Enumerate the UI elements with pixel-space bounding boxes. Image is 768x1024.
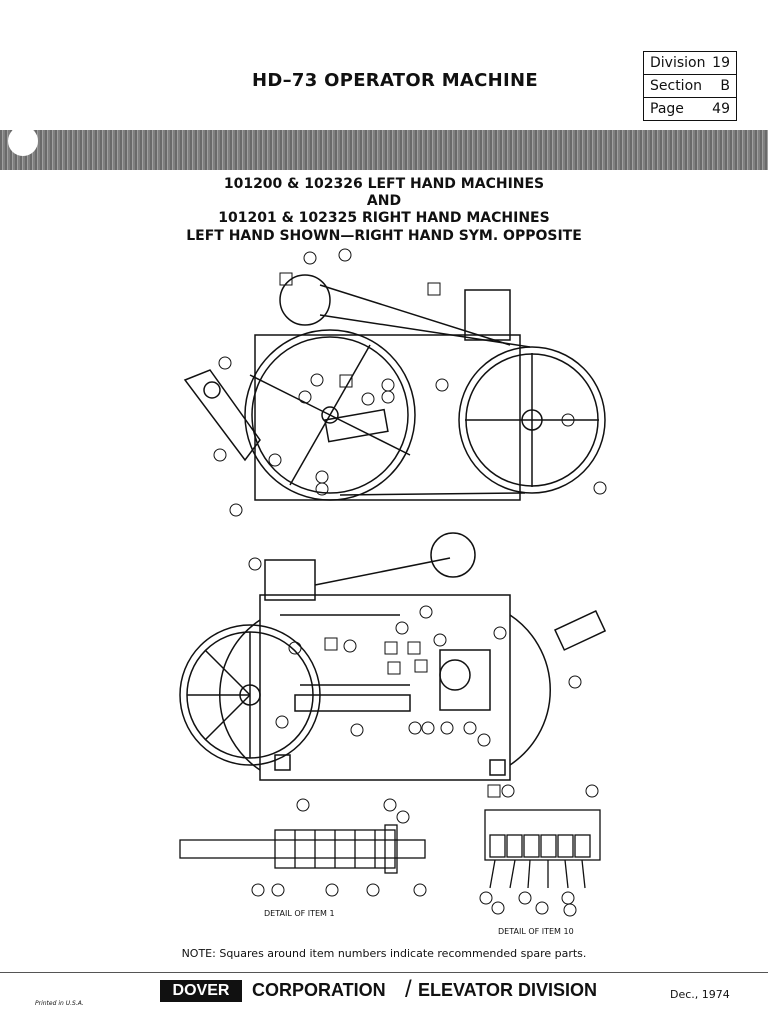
punch-hole	[8, 126, 38, 156]
detail-item-10-drawing	[479, 784, 601, 917]
gray-banner	[0, 130, 768, 170]
detail-item-10-caption: DETAIL OF ITEM 10	[498, 927, 574, 936]
heading-1: 101200 & 102326 LEFT HAND MACHINES	[223, 176, 545, 192]
footer-rule	[0, 972, 768, 973]
heading-4: LEFT HAND SHOWN—RIGHT HAND SYM. OPPOSITE	[186, 228, 582, 244]
machine-top-drawing	[179, 532, 607, 781]
heading-3: 101201 & 102325 RIGHT HAND MACHINES	[218, 210, 550, 226]
corporation-label: CORPORATION	[252, 980, 386, 1000]
heading-2: AND	[366, 193, 402, 209]
printed-note: Printed in U.S.A.	[35, 1000, 84, 1007]
footer-date: Dec., 1974	[670, 988, 730, 1001]
elevator-division-label: ELEVATOR DIVISION	[418, 980, 598, 1000]
detail-item-1-drawing	[179, 798, 427, 897]
detail-item-1-caption: DETAIL OF ITEM 1	[264, 909, 335, 918]
page-title: HD–73 OPERATOR MACHINE	[252, 70, 538, 91]
machine-side-drawing	[183, 248, 607, 517]
dover-logo: DOVER	[160, 980, 242, 1002]
footer-slash: /	[405, 976, 412, 1003]
spare-parts-note: NOTE: Squares around item numbers indica…	[181, 947, 587, 960]
